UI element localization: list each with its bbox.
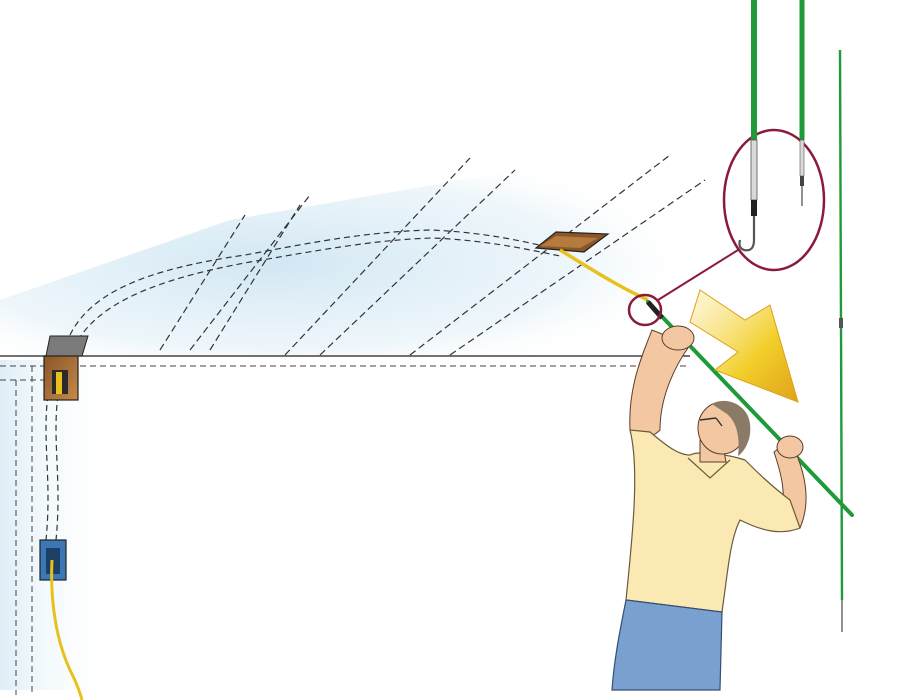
wall-tint — [0, 360, 120, 690]
cable-path — [45, 229, 561, 541]
ceiling-plane — [0, 150, 720, 690]
ceiling-fixture-opening-icon — [534, 231, 610, 253]
person-icon — [611, 325, 807, 691]
pull-direction-arrow-icon — [689, 289, 799, 403]
fish-tape-pointed-tip-icon — [799, 0, 805, 206]
pulled-cable — [559, 248, 649, 302]
callout-leader-line — [657, 249, 739, 301]
fish-tape-hook-icon — [738, 0, 758, 252]
detail-callout-circle — [722, 128, 826, 272]
standing-fish-rod — [838, 49, 844, 632]
ceiling-joists — [159, 154, 706, 356]
wall-cable — [50, 559, 84, 700]
ceiling-junction-box-icon — [43, 335, 89, 401]
ceiling-wall-edge — [0, 355, 690, 695]
connection-callout-circle — [627, 293, 663, 327]
